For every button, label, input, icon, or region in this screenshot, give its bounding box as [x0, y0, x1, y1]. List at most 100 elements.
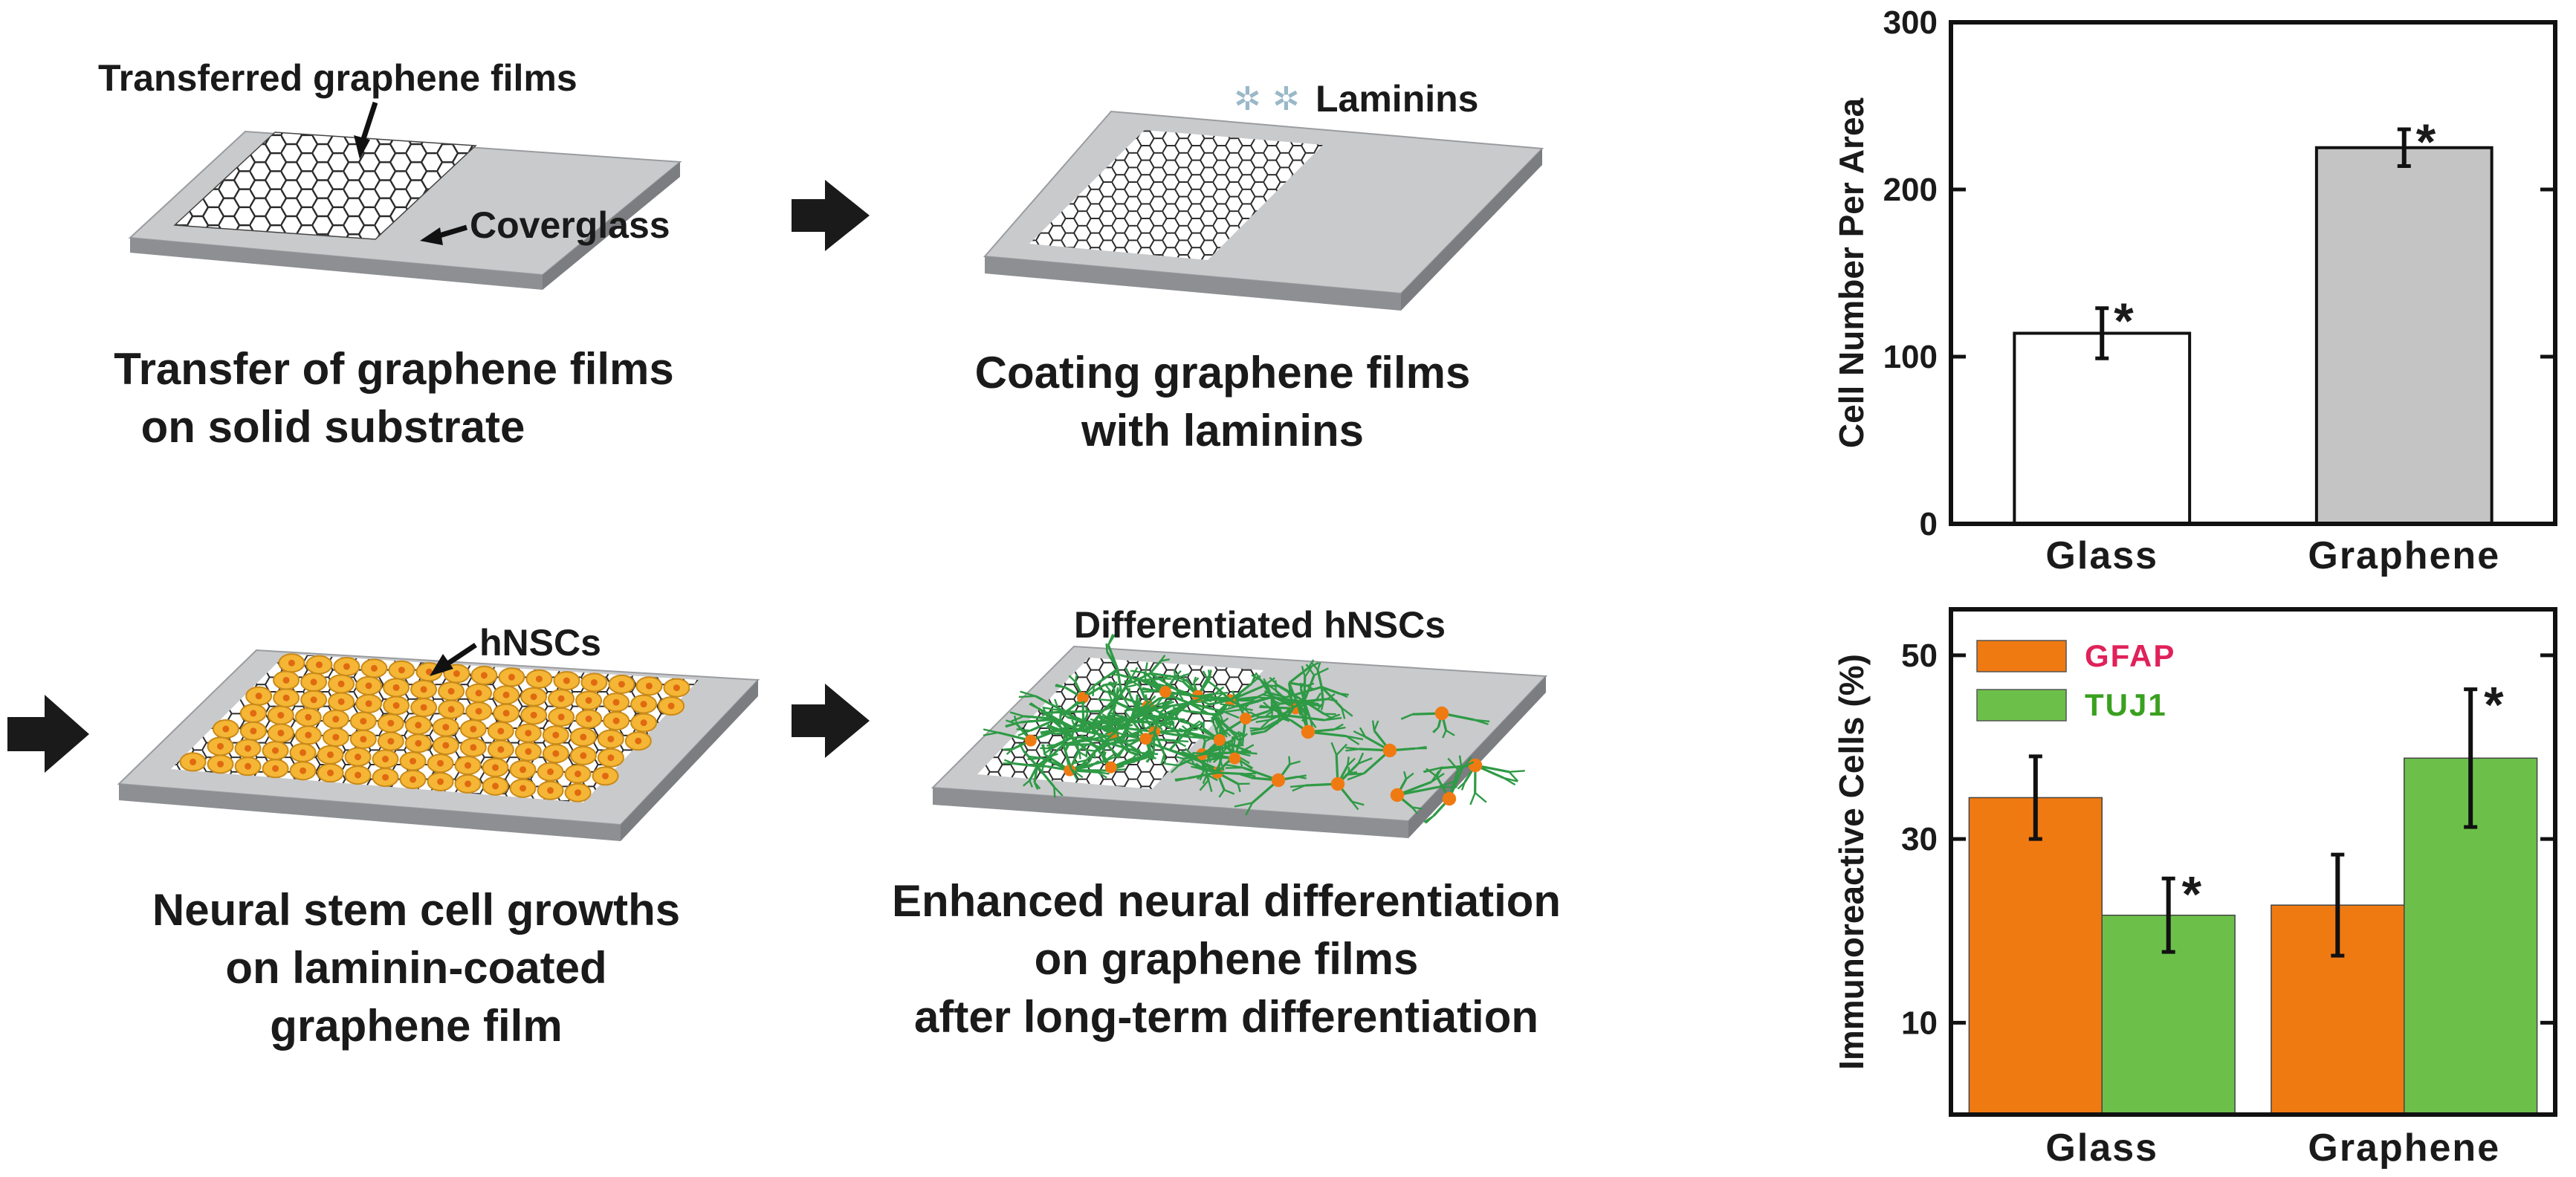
cell-body — [1331, 777, 1344, 791]
neurite-branch — [1093, 686, 1094, 696]
cell-nucleus — [311, 696, 317, 703]
cell-body — [1383, 744, 1397, 757]
stem-cell — [499, 668, 524, 686]
cell-nucleus — [217, 743, 224, 750]
cell-nucleus — [497, 746, 504, 753]
svg-text:✲: ✲ — [1234, 81, 1261, 117]
neurite-branch — [1232, 736, 1233, 743]
cell-body — [1240, 713, 1252, 724]
cell-nucleus — [300, 768, 306, 774]
stem-cell — [571, 747, 596, 765]
significance-mark: * — [2114, 293, 2134, 349]
stem-cell — [461, 739, 486, 756]
cell-body — [1159, 686, 1171, 698]
y-axis-label: Immunoreactive Cells (%) — [1832, 654, 1871, 1070]
cell-nucleus — [272, 765, 279, 772]
cell-nucleus — [360, 736, 366, 742]
cell-nucleus — [470, 726, 476, 733]
neurite-branch — [1208, 755, 1209, 762]
cell-nucleus — [552, 732, 559, 739]
y-tick-label: 100 — [1883, 339, 1938, 375]
neurite-branch — [1137, 701, 1138, 707]
stem-cell — [323, 728, 349, 746]
y-tick-label: 10 — [1901, 1005, 1938, 1041]
step4-caption-line2: on graphene films — [1035, 934, 1419, 984]
stem-cell — [361, 659, 386, 677]
stem-cell — [384, 678, 409, 696]
stem-cell — [516, 742, 541, 760]
cell-nucleus — [437, 778, 444, 785]
label-coverglass: Coverglass — [470, 204, 670, 246]
stem-cell — [538, 763, 563, 781]
stem-cell — [291, 762, 316, 779]
cell-nucleus — [250, 710, 256, 716]
cell-nucleus — [366, 700, 372, 707]
stem-cell — [456, 756, 481, 774]
stem-cell — [433, 719, 459, 736]
cell-nucleus — [580, 733, 586, 740]
step3-caption-line2: on laminin-coated — [225, 943, 606, 993]
neurite-branch — [1054, 787, 1055, 797]
cell-nucleus — [305, 714, 311, 721]
neurite — [1217, 773, 1244, 774]
cell-nucleus — [415, 722, 421, 728]
significance-mark: * — [2416, 114, 2436, 170]
legend-label: GFAP — [2085, 638, 2175, 673]
cell-body — [1469, 759, 1482, 772]
cell-nucleus — [531, 693, 537, 700]
cell-nucleus — [311, 678, 317, 685]
stem-cell — [241, 722, 266, 740]
cell-nucleus — [563, 678, 570, 684]
step4-caption-line3: after long-term differentiation — [914, 992, 1538, 1042]
cell-nucleus — [536, 675, 543, 682]
cell-nucleus — [641, 701, 647, 707]
stem-cell — [318, 764, 343, 782]
stem-cell — [428, 754, 453, 772]
cell-nucleus — [382, 774, 389, 781]
neurite-branch — [1475, 793, 1486, 802]
stem-cell — [511, 779, 536, 797]
x-tick-label: Glass — [2045, 534, 2158, 577]
stem-cell — [329, 675, 354, 693]
label-transferred-films: Transferred graphene films — [98, 57, 577, 99]
cell-nucleus — [503, 692, 510, 698]
cell-nucleus — [635, 738, 641, 745]
stem-cell — [433, 736, 459, 754]
stem-cell — [631, 714, 656, 732]
stem-cell — [351, 730, 376, 748]
arrow-right-icon — [792, 180, 870, 251]
stem-cell — [554, 672, 579, 690]
cell-nucleus — [272, 748, 279, 754]
cell-nucleus — [256, 693, 262, 699]
step3-panel: hNSCs Neural stem cell growths on lamini… — [119, 622, 758, 1051]
stem-cell — [373, 750, 398, 768]
stem-cell — [598, 730, 624, 748]
cell-nucleus — [288, 660, 295, 667]
stem-cell — [323, 710, 349, 728]
stem-cell — [543, 745, 569, 762]
cell-body — [1229, 753, 1240, 765]
neurite-branch — [1470, 793, 1475, 805]
cell-nucleus — [503, 710, 510, 716]
label-laminins: Laminins — [1315, 78, 1478, 120]
cell-nucleus — [190, 759, 196, 765]
stem-cell — [456, 775, 481, 793]
stem-cell — [571, 728, 596, 746]
legend-label: TUJ1 — [2085, 687, 2167, 722]
stem-cell — [411, 698, 436, 716]
stem-cell — [521, 706, 546, 724]
stem-cell — [301, 691, 326, 709]
neurite-branch — [1340, 693, 1349, 694]
cell-nucleus — [421, 704, 427, 711]
stem-cell — [279, 654, 304, 672]
neurite-branch — [1349, 772, 1357, 773]
cell-nucleus — [355, 753, 361, 760]
neurite-branch — [1347, 756, 1348, 765]
cell-nucleus — [520, 766, 526, 773]
cell-nucleus — [673, 684, 680, 691]
cell-nucleus — [618, 681, 625, 687]
x-tick-label: Graphene — [2308, 534, 2500, 577]
stem-cell — [401, 752, 426, 770]
cell-nucleus — [316, 661, 323, 668]
chart-cell-number: Cell Number Per Area0100200300*Glass*Gra… — [1832, 4, 2555, 577]
